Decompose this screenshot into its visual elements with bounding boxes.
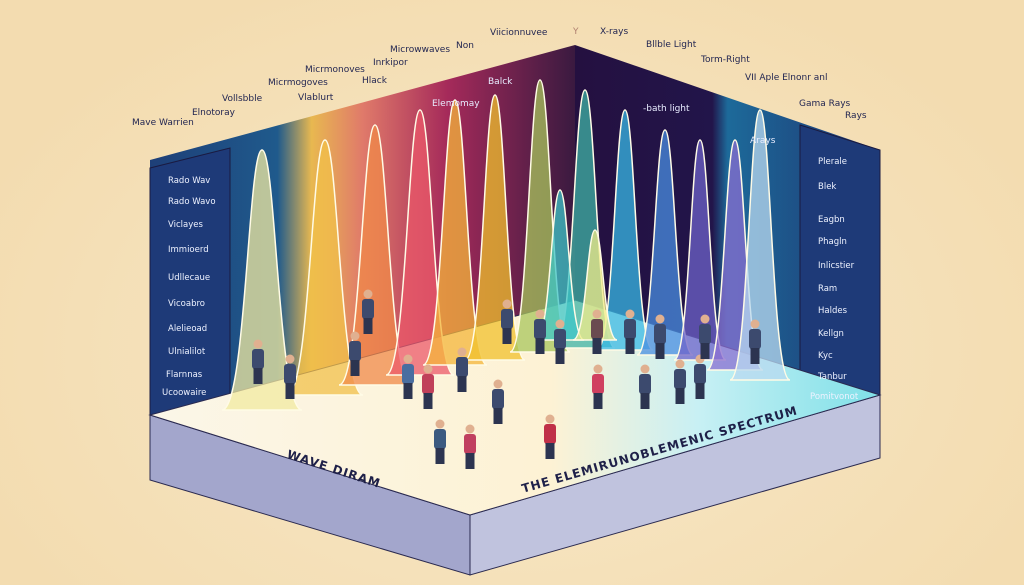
spectrum-peak — [729, 109, 791, 381]
person-figure — [674, 359, 686, 404]
spectrum-peak — [673, 139, 727, 361]
right-label: Plerale — [818, 157, 848, 167]
right-label: Kellgn — [818, 329, 844, 339]
right-label: Inlicstier — [818, 261, 855, 271]
person-figure — [422, 364, 434, 409]
person-figure — [534, 309, 546, 354]
top-label: VII Aple Elnonr anl — [745, 73, 828, 83]
person-figure — [654, 314, 666, 359]
right-label: Haldes — [818, 306, 848, 316]
top-label: X-rays — [600, 27, 629, 37]
top-label: Vollsbble — [222, 94, 263, 104]
person-figure — [402, 354, 414, 399]
person-figure — [544, 414, 556, 459]
left-label: Vicoabro — [168, 299, 205, 309]
person-figure — [434, 419, 446, 464]
top-label: Y — [573, 27, 579, 37]
person-figure — [492, 379, 504, 424]
top-label: Micrmogoves — [268, 78, 328, 88]
person-figure — [501, 299, 513, 344]
person-figure — [624, 309, 636, 354]
person-figure — [639, 364, 651, 409]
spectrum-peak — [596, 109, 654, 351]
person-figure — [592, 364, 604, 409]
spectrum-peak — [286, 139, 364, 396]
inner-label: Elemomay — [432, 99, 480, 109]
top-label: Inrkipor — [373, 58, 408, 68]
top-label: Rays — [845, 111, 867, 121]
people-figures — [252, 289, 761, 469]
spectrum-peak — [572, 229, 618, 341]
left-label: Viclayes — [168, 220, 203, 230]
person-figure — [362, 289, 374, 334]
top-label: Hlack — [362, 76, 387, 86]
inner-label: Balck — [488, 77, 513, 87]
right-label: Kyc — [818, 351, 833, 361]
person-figure — [694, 354, 706, 399]
right-label: Blek — [818, 182, 837, 192]
spectrum-peak — [464, 94, 526, 361]
spectrum-peak — [422, 99, 488, 366]
top-label: Bllble Light — [646, 40, 697, 50]
inner-label: Arays — [750, 136, 776, 146]
spectrum-peaks — [221, 79, 791, 411]
left-label: Immioerd — [168, 245, 209, 255]
top-label: Non — [456, 41, 474, 51]
left-label: Ucoowaire — [162, 388, 207, 398]
person-figure — [252, 339, 264, 384]
spectrum-peak — [535, 189, 585, 341]
inner-label: -bath light — [643, 104, 690, 114]
left-label: Rado Wavo — [168, 197, 216, 207]
right-label: Pomitvonot — [810, 392, 859, 402]
person-figure — [699, 314, 711, 359]
left-label: Udllecaue — [168, 273, 211, 283]
left-label: Alelieoad — [168, 324, 208, 334]
person-figure — [284, 354, 296, 399]
left-label: Rado Wav — [168, 176, 211, 186]
top-label: Elnotoray — [192, 108, 235, 118]
spectrum-peak — [636, 129, 694, 356]
top-label: Torm-Right — [701, 55, 750, 65]
person-figure — [464, 424, 476, 469]
right-label: Eagbn — [818, 215, 845, 225]
person-figure — [349, 331, 361, 376]
person-figure — [456, 347, 468, 392]
right-label: Phagln — [818, 237, 847, 247]
top-label: Gama Rays — [799, 99, 851, 109]
top-label: Viicionnuvee — [490, 28, 548, 38]
person-figure — [591, 309, 603, 354]
right-label: Tanbur — [818, 372, 847, 382]
left-label: Flarnnas — [166, 370, 203, 380]
top-label: Micrmonoves — [305, 65, 365, 75]
spectrum-peak — [221, 149, 303, 411]
top-label: Vlablurt — [298, 93, 334, 103]
right-label: Ram — [818, 284, 838, 294]
top-label: Microwwaves — [390, 45, 451, 55]
person-figure — [749, 319, 761, 364]
top-label: Mave Warrien — [132, 118, 194, 128]
left-label: Ulnialilot — [168, 347, 206, 357]
person-figure — [554, 319, 566, 364]
